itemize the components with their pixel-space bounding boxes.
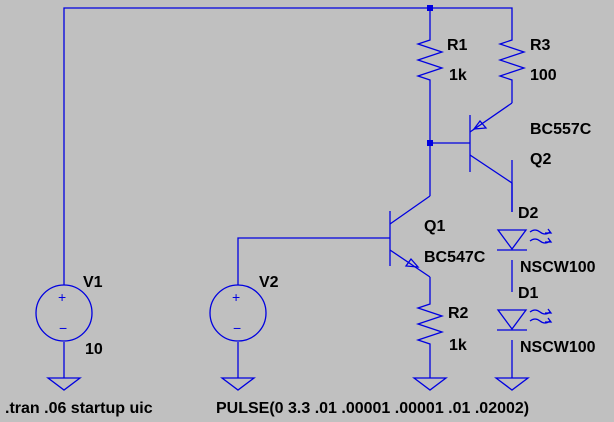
svg-text:−: − — [59, 320, 67, 336]
r3-value-label: 100 — [530, 67, 557, 84]
spice-directive: .tran .06 startup uic — [5, 400, 153, 417]
ground-icon — [494, 377, 530, 391]
voltage-source-v1-symbol[interactable]: + − — [35, 284, 93, 342]
wires — [63, 7, 513, 378]
v1-ref-label: V1 — [83, 274, 103, 291]
junction-dot — [427, 5, 433, 11]
resistor-r1-symbol[interactable] — [415, 30, 445, 86]
v1-value-label: 10 — [85, 341, 103, 358]
junction-dot — [427, 140, 433, 146]
ground-icon — [46, 377, 82, 391]
ground-icon — [412, 377, 448, 391]
led-d2-symbol[interactable] — [496, 228, 553, 251]
resistor-r3-symbol[interactable] — [497, 30, 527, 86]
svg-text:−: − — [233, 320, 241, 336]
d2-ref-label: D2 — [518, 205, 539, 222]
led-d1-symbol[interactable] — [496, 308, 553, 331]
svg-text:+: + — [232, 289, 240, 305]
wire-v2-q1 — [237, 237, 390, 285]
r1-ref-label: R1 — [447, 37, 468, 54]
r3-ref-label: R3 — [530, 37, 551, 54]
v2-value-label: PULSE(0 3.3 .01 .00001 .00001 .01 .02002… — [216, 400, 529, 417]
resistor-r2-symbol[interactable] — [415, 294, 445, 354]
d1-ref-label: D1 — [518, 285, 539, 302]
d2-model-label: NSCW100 — [520, 259, 596, 276]
svg-text:+: + — [58, 289, 66, 305]
q1-model-label: BC547C — [424, 249, 486, 266]
q1-ref-label: Q1 — [424, 218, 445, 235]
wire-v1-top — [63, 7, 513, 285]
d1-model-label: NSCW100 — [520, 339, 596, 356]
q2-ref-label: Q2 — [530, 151, 551, 168]
v2-ref-label: V2 — [259, 274, 279, 291]
transistor-q1-symbol[interactable] — [389, 195, 431, 278]
ground-icon — [220, 377, 256, 391]
r2-value-label: 1k — [449, 337, 467, 354]
transistor-q2-symbol[interactable] — [469, 102, 513, 212]
voltage-source-v2-symbol[interactable]: + − — [209, 284, 267, 342]
r2-ref-label: R2 — [448, 305, 469, 322]
q2-model-label: BC557C — [530, 121, 592, 138]
r1-value-label: 1k — [449, 67, 467, 84]
